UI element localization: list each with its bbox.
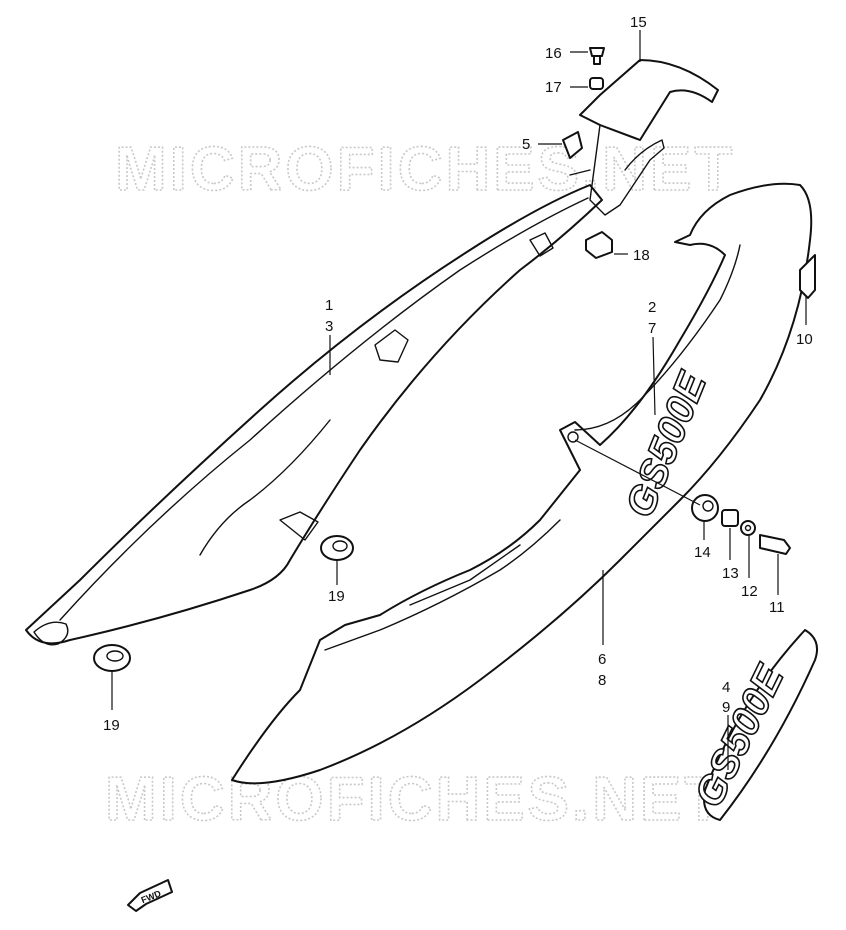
fasteners <box>93 47 791 672</box>
callout-15: 15 <box>630 14 647 31</box>
leader-lines <box>111 30 807 770</box>
right-frame-cover <box>231 182 813 785</box>
watermark-top: MICROFICHES.NET <box>115 135 735 204</box>
rear-bracket <box>569 59 719 216</box>
callout-3: 3 <box>325 318 333 335</box>
left-frame-cover <box>25 184 603 646</box>
callout-11: 11 <box>769 599 785 616</box>
callout-17: 17 <box>545 79 562 96</box>
callout-numbers: 16 17 15 5 18 1 3 2 7 10 14 13 12 11 19 … <box>103 14 813 734</box>
callout-7: 7 <box>648 320 656 337</box>
callout-14: 14 <box>694 544 711 561</box>
side-badge-piece <box>799 254 816 299</box>
callout-5: 5 <box>522 136 530 153</box>
watermark-bottom: MICROFICHES.NET <box>105 765 725 834</box>
separate-emblem: GS500E <box>686 629 818 821</box>
callout-6: 6 <box>598 651 606 668</box>
callout-2: 2 <box>648 299 656 316</box>
callout-4: 4 <box>722 679 730 696</box>
callout-19-a: 19 <box>328 588 345 605</box>
callout-1: 1 <box>325 297 333 314</box>
callout-12: 12 <box>741 583 758 600</box>
callout-18: 18 <box>633 247 650 264</box>
callout-9: 9 <box>722 699 730 716</box>
callout-19-b: 19 <box>103 717 120 734</box>
callout-10: 10 <box>796 331 813 348</box>
fwd-arrow: FWD <box>127 879 173 912</box>
callout-8: 8 <box>598 672 606 689</box>
callout-16: 16 <box>545 45 562 62</box>
callout-13: 13 <box>722 565 739 582</box>
